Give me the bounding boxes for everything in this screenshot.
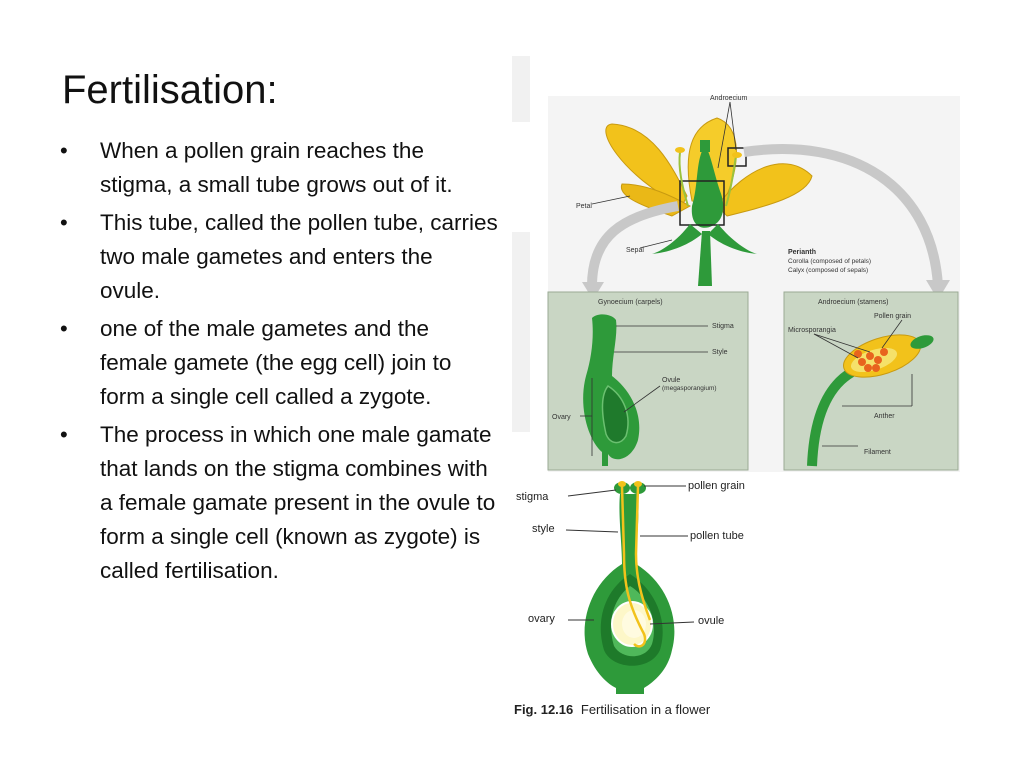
bullet-text: one of the male gametes and the female g…: [100, 316, 452, 409]
bullet-text: When a pollen grain reaches the stigma, …: [100, 138, 453, 197]
androecium-panel: Androecium (stamens) Pollen grain Micros…: [783, 291, 959, 471]
label-perianth: Perianth: [788, 249, 816, 256]
label-style-2: style: [532, 523, 555, 535]
label-pollen-grain: Pollen grain: [874, 313, 911, 320]
bullet-item: • This tube, called the pollen tube, carr…: [58, 206, 498, 308]
bullet-icon: •: [60, 422, 68, 447]
caption-text: Fertilisation in a flower: [581, 702, 711, 717]
label-ovary: Ovary: [552, 414, 571, 421]
gynoecium-panel: Gynoecium (carpels) Stigma Style Ovule (…: [547, 291, 749, 471]
label-stigma-2: stigma: [516, 491, 549, 503]
label-microsporangia: Microsporangia: [788, 327, 836, 334]
label-androecium-panel: Androecium (stamens): [818, 299, 888, 306]
bullet-icon: •: [60, 210, 68, 235]
fertilisation-diagram: stigma pollen grain style pollen tube ov…: [514, 480, 745, 717]
label-androecium-top: Androecium: [710, 95, 748, 102]
label-sepal: Sepal: [626, 247, 644, 254]
label-petal: Petal: [576, 203, 592, 210]
label-gynoecium: Gynoecium (carpels): [598, 299, 663, 306]
flower-structure-diagram: Androecium Petal Sepal Perianth Corolla …: [512, 56, 960, 472]
label-style: Style: [712, 349, 728, 356]
label-stigma: Stigma: [712, 323, 734, 330]
caption-number: Fig. 12.16: [514, 702, 573, 717]
label-ovule-2: ovule: [698, 615, 724, 627]
label-calyx: Calyx (composed of sepals): [788, 267, 868, 274]
bullet-text: The process in which one male gamate tha…: [100, 422, 496, 583]
bullet-item: • one of the male gametes and the female …: [58, 312, 498, 414]
label-ovary-2: ovary: [528, 613, 555, 625]
bullet-icon: •: [60, 138, 68, 163]
bullet-icon: •: [60, 316, 68, 341]
bullet-item: • The process in which one male gamate th…: [58, 418, 498, 588]
bullet-list: • When a pollen grain reaches the stigma,…: [58, 134, 498, 592]
label-pollen-tube: pollen tube: [690, 530, 744, 542]
bullet-text: This tube, called the pollen tube, carri…: [100, 210, 498, 303]
label-ovule: Ovule: [662, 377, 680, 384]
bullet-item: • When a pollen grain reaches the stigma,…: [58, 134, 498, 202]
label-pollen-grain-2: pollen grain: [688, 480, 745, 492]
label-filament: Filament: [864, 449, 891, 456]
label-megasporangium: (megasporangium): [662, 385, 717, 392]
slide-title: Fertilisation:: [62, 68, 278, 112]
label-corolla: Corolla (composed of petals): [788, 258, 871, 265]
label-anther: Anther: [874, 413, 895, 420]
figure-caption: Fig. 12.16 Fertilisation in a flower: [514, 702, 711, 717]
